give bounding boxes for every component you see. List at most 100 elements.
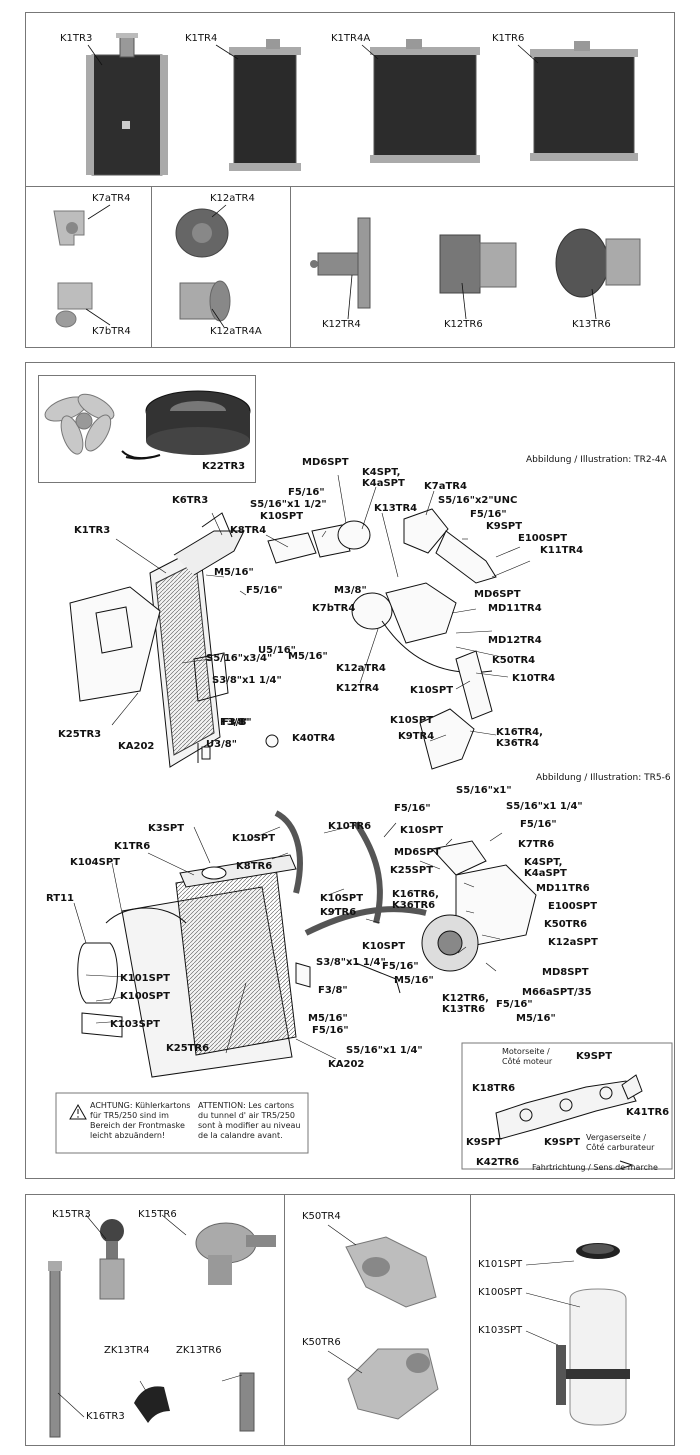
cowl-kit-image bbox=[121, 390, 251, 460]
tr5-6-label-30: K100SPT bbox=[120, 991, 170, 1002]
tr5-6-label-39: S5/16"x1 1/4" bbox=[346, 1045, 423, 1056]
exploded-diagram-drawing bbox=[44, 390, 673, 1170]
tr5-6-label-4: K10SPT bbox=[232, 833, 276, 844]
tr2-4a-label-27: K50TR4 bbox=[492, 655, 536, 666]
tr5-6-label-38: K25TR6 bbox=[166, 1043, 210, 1054]
tr5-6-label-31: M66aSPT/35 bbox=[522, 987, 592, 998]
tr2-4a-label-29: K10SPT bbox=[410, 685, 454, 696]
tr5-6-label-26: MD8SPT bbox=[542, 967, 589, 978]
tr5-6-label-18: RT11 bbox=[46, 893, 74, 904]
tr2-4a-label-33: F3/8" bbox=[222, 717, 252, 728]
tr2-4a-label-19: MD6SPT bbox=[474, 589, 521, 600]
tr5-6-label-17: MD11TR6 bbox=[536, 883, 590, 894]
zk13tr6-image bbox=[239, 1372, 255, 1432]
tr2-4a-label-34: K40TR4 bbox=[292, 733, 336, 744]
tr5-6-label-9: K8TR6 bbox=[236, 861, 273, 872]
tr2-4a-label-10: S5/16"x2"UNC bbox=[438, 495, 518, 506]
tr5-6-label-1: F5/16" bbox=[394, 803, 431, 814]
tr2-4a-label-15: M5/16" bbox=[214, 567, 254, 578]
tr2-4a-label-26: MD12TR4 bbox=[488, 635, 542, 646]
tr2-4a-label-24: S5/16"x3/4" bbox=[206, 653, 273, 664]
tr5-6-label-16: K10SPT bbox=[320, 893, 364, 904]
exploded-diagram-panel: K22TR3 Abbildung / Illustration: TR2-4A … bbox=[25, 362, 675, 1179]
manifold-k9spt-mid: K9SPT bbox=[544, 1137, 581, 1148]
k12atr4a-image bbox=[179, 280, 231, 322]
tr5-6-label-13: K25SPT bbox=[390, 865, 434, 876]
tr5-6-label-6: K10SPT bbox=[400, 825, 444, 836]
tr2-4a-label-35: KA202 bbox=[118, 741, 155, 752]
tr5-6-label-10: MD6SPT bbox=[394, 847, 441, 858]
tr5-6-label-25: F5/16" bbox=[382, 961, 419, 972]
fan-image bbox=[44, 393, 115, 455]
label-k1tr6: K1TR6 bbox=[492, 33, 525, 44]
k16tr3-image bbox=[48, 1261, 62, 1438]
k13tr6-image bbox=[555, 228, 641, 298]
tr5-6-label-11: K7TR6 bbox=[518, 839, 555, 850]
tr5-6-label-29: F3/8" bbox=[318, 985, 348, 996]
tr5-6-label-27: K101SPT bbox=[120, 973, 170, 984]
accessories-panel: K15TR3 K15TR6 ZK13TR4 ZK13TR6 K16TR3 K50… bbox=[25, 1194, 675, 1446]
label-k1tr4a: K1TR4A bbox=[331, 33, 371, 44]
radiator-catalog-panel: K1TR3 K1TR4 K1TR4A K1TR6 K7aTR4 K7bTR4 K… bbox=[25, 12, 675, 348]
tr5-6-label-36: M5/16" bbox=[516, 1013, 556, 1024]
tr5-6-label-19: K9TR6 bbox=[320, 907, 357, 918]
label-k7btr4: K7bTR4 bbox=[92, 326, 131, 337]
tr2-4a-label-22: U5/16" bbox=[258, 645, 296, 656]
tr5-6-label-23: K12aSPT bbox=[548, 937, 598, 948]
label-zk13tr4: ZK13TR4 bbox=[104, 1345, 150, 1356]
tr5-6-label-2: S5/16"x1 1/4" bbox=[506, 801, 583, 812]
tr5-6-label-3: K3SPT bbox=[148, 823, 185, 834]
manifold-inset-drawing bbox=[461, 1042, 673, 1170]
tr2-4a-label-7: K1TR3 bbox=[74, 525, 111, 536]
manifold-k9spt-top: K9SPT bbox=[576, 1051, 613, 1062]
tr2-4a-radiator-drawing bbox=[69, 512, 245, 768]
tr2-4a-label-18: M3/8" bbox=[334, 585, 367, 596]
tr2-4a-label-1: K4SPT, K4aSPT bbox=[362, 467, 405, 489]
tr2-4a-label-21: K7bTR4 bbox=[312, 603, 356, 614]
label-k12tr4: K12TR4 bbox=[322, 319, 361, 330]
k7atr4-image bbox=[53, 210, 85, 246]
warning-text-de: ACHTUNG: Kühlerkartons für TR5/250 sind … bbox=[90, 1101, 191, 1140]
tr5-6-label-35: K103SPT bbox=[110, 1019, 160, 1030]
tr2-4a-label-36: U3/8" bbox=[206, 739, 237, 750]
zk13tr4-image bbox=[134, 1386, 170, 1423]
label-k101spt: K101SPT bbox=[478, 1259, 523, 1270]
tr5-6-label-40: KA202 bbox=[328, 1059, 365, 1070]
radiator-k1tr4a-image bbox=[370, 39, 480, 163]
tr2-4a-label-30: K10TR4 bbox=[512, 673, 556, 684]
label-k15tr3: K15TR3 bbox=[52, 1209, 91, 1220]
tr2-4a-label-32: K25TR3 bbox=[58, 729, 102, 740]
tr2-4a-label-28: K12TR4 bbox=[336, 683, 380, 694]
tr2-4a-label-14: K11TR4 bbox=[540, 545, 584, 556]
label-k12atr4a: K12aTR4A bbox=[210, 326, 262, 337]
tr5-6-label-24: S3/8"x1 1/4" bbox=[316, 957, 386, 968]
tr2-4a-label-8: K13TR4 bbox=[374, 503, 418, 514]
tr2-4a-label-20: MD11TR4 bbox=[488, 603, 542, 614]
label-k16tr3: K16TR3 bbox=[86, 1411, 125, 1422]
tr5-6-label-28: M5/16" bbox=[394, 975, 434, 986]
k7btr4-image bbox=[55, 282, 93, 328]
tr2-4a-label-13: E100SPT bbox=[518, 533, 568, 544]
tr5-6-label-12: K104SPT bbox=[70, 857, 120, 868]
tr2-4a-label-25: K12aTR4 bbox=[336, 663, 386, 674]
label-k22tr3: K22TR3 bbox=[202, 461, 246, 472]
k15tr3-image bbox=[99, 1219, 125, 1300]
tr2-4a-label-6: K8TR4 bbox=[230, 525, 267, 536]
motorseite-label: Motorseite / Côté moteur bbox=[502, 1047, 553, 1066]
tr5-6-label-21: K50TR6 bbox=[544, 919, 588, 930]
warning-text-fr: ATTENTION: Les cartons du tunnel d' air … bbox=[198, 1101, 301, 1140]
manifold-k18tr6: K18TR6 bbox=[472, 1083, 516, 1094]
k15tr6-image bbox=[195, 1222, 276, 1285]
label-k7atr4: K7aTR4 bbox=[92, 193, 131, 204]
tr5-6-water-pump-drawing bbox=[295, 840, 537, 994]
direction-label: Fahrtrichtung / Sens de marche bbox=[532, 1163, 658, 1172]
warning-box bbox=[55, 1092, 309, 1154]
tr2-4a-label-17: F3/8" bbox=[220, 717, 250, 728]
label-k1tr3: K1TR3 bbox=[60, 33, 93, 44]
tr2-4a-label-2: K6TR3 bbox=[172, 495, 209, 506]
tr5-6-label-20: E100SPT bbox=[548, 901, 598, 912]
k12atr4-image bbox=[175, 208, 229, 258]
tr2-4a-label-4: S5/16"x1 1/2" bbox=[250, 499, 327, 510]
radiator-k1tr4-image bbox=[229, 39, 301, 171]
tr5-6-label-37: F5/16" bbox=[312, 1025, 349, 1036]
